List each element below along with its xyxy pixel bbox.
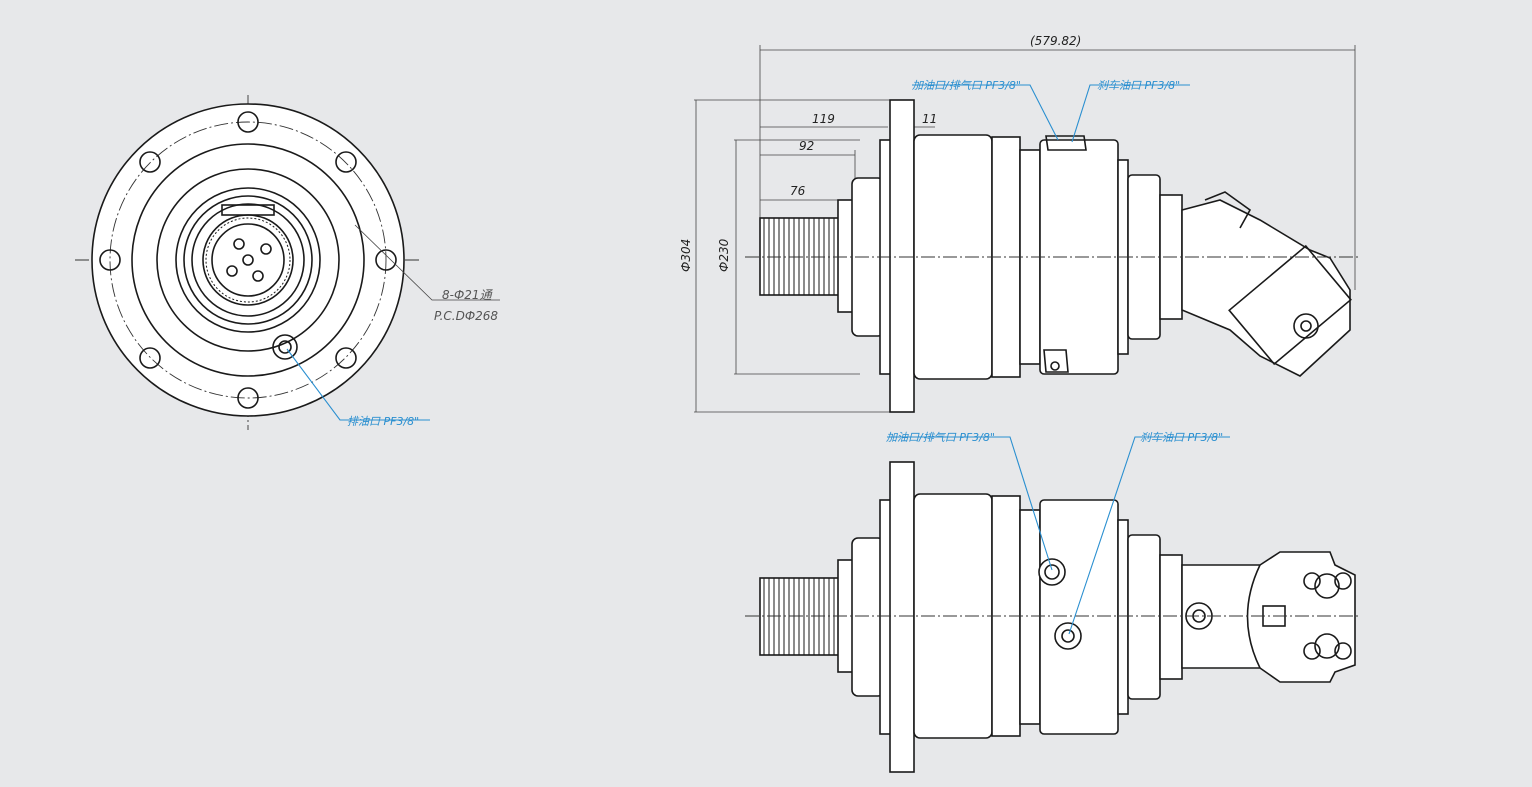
shaft-hole xyxy=(260,243,272,255)
shaft-hole xyxy=(233,238,245,250)
spline-shaft xyxy=(759,577,841,656)
side-fill-vent-label: 加油口/排气口 PF3/8" xyxy=(912,79,1021,92)
bolt-hole xyxy=(237,111,259,133)
pcd-circle xyxy=(109,121,387,399)
dia-304: Ф304 xyxy=(679,239,693,272)
key-slot xyxy=(221,204,275,216)
front-view: 8-Ф21通 P.C.DФ268 排油口 PF3/8" xyxy=(75,95,500,430)
hydraulic-motor xyxy=(1181,199,1351,377)
top-brake-port-label: 刹车油口 PF3/8" xyxy=(1140,431,1223,444)
shaft-hole xyxy=(226,265,238,277)
fill-vent-port xyxy=(1038,558,1066,586)
bolt-hole xyxy=(237,387,259,409)
flange-outer-circle xyxy=(91,103,405,417)
side-view: (579.82) 119 11 92 76 Ф304 Ф230 xyxy=(679,34,1360,413)
top-fill-vent-label: 加油口/排气口 PF3/8" xyxy=(886,431,995,444)
dim-11: 11 xyxy=(922,112,937,126)
overall-length-dim: (579.82) xyxy=(1030,34,1081,48)
dim-76: 76 xyxy=(790,184,806,198)
bolt-spec-label: 8-Ф21通 xyxy=(442,288,494,302)
bolt-hole xyxy=(335,347,357,369)
bolt-hole xyxy=(139,151,161,173)
bolt-hole xyxy=(139,347,161,369)
side-brake-port-label: 刹车油口 PF3/8" xyxy=(1097,79,1180,92)
bolt-hole xyxy=(375,249,397,271)
drain-port-label: 排油口 PF3/8" xyxy=(347,415,419,428)
dim-119: 119 xyxy=(812,112,835,126)
bolt-hole xyxy=(335,151,357,173)
shaft-hole xyxy=(252,270,264,282)
mounting-flange xyxy=(889,99,915,413)
brake-port xyxy=(1054,622,1082,650)
mounting-flange xyxy=(889,461,915,773)
motor-port xyxy=(1293,313,1319,339)
drain-port xyxy=(272,334,298,360)
brake-housing xyxy=(1039,499,1119,735)
dia-230: Ф230 xyxy=(717,238,731,272)
pcd-label: P.C.DФ268 xyxy=(434,309,498,323)
hydraulic-motor xyxy=(1181,551,1356,683)
top-view: 加油口/排气口 PF3/8" 刹车油口 PF3/8" xyxy=(745,431,1360,773)
spline-shaft xyxy=(759,217,841,296)
dim-92: 92 xyxy=(799,139,814,153)
bolt-hole xyxy=(99,249,121,271)
